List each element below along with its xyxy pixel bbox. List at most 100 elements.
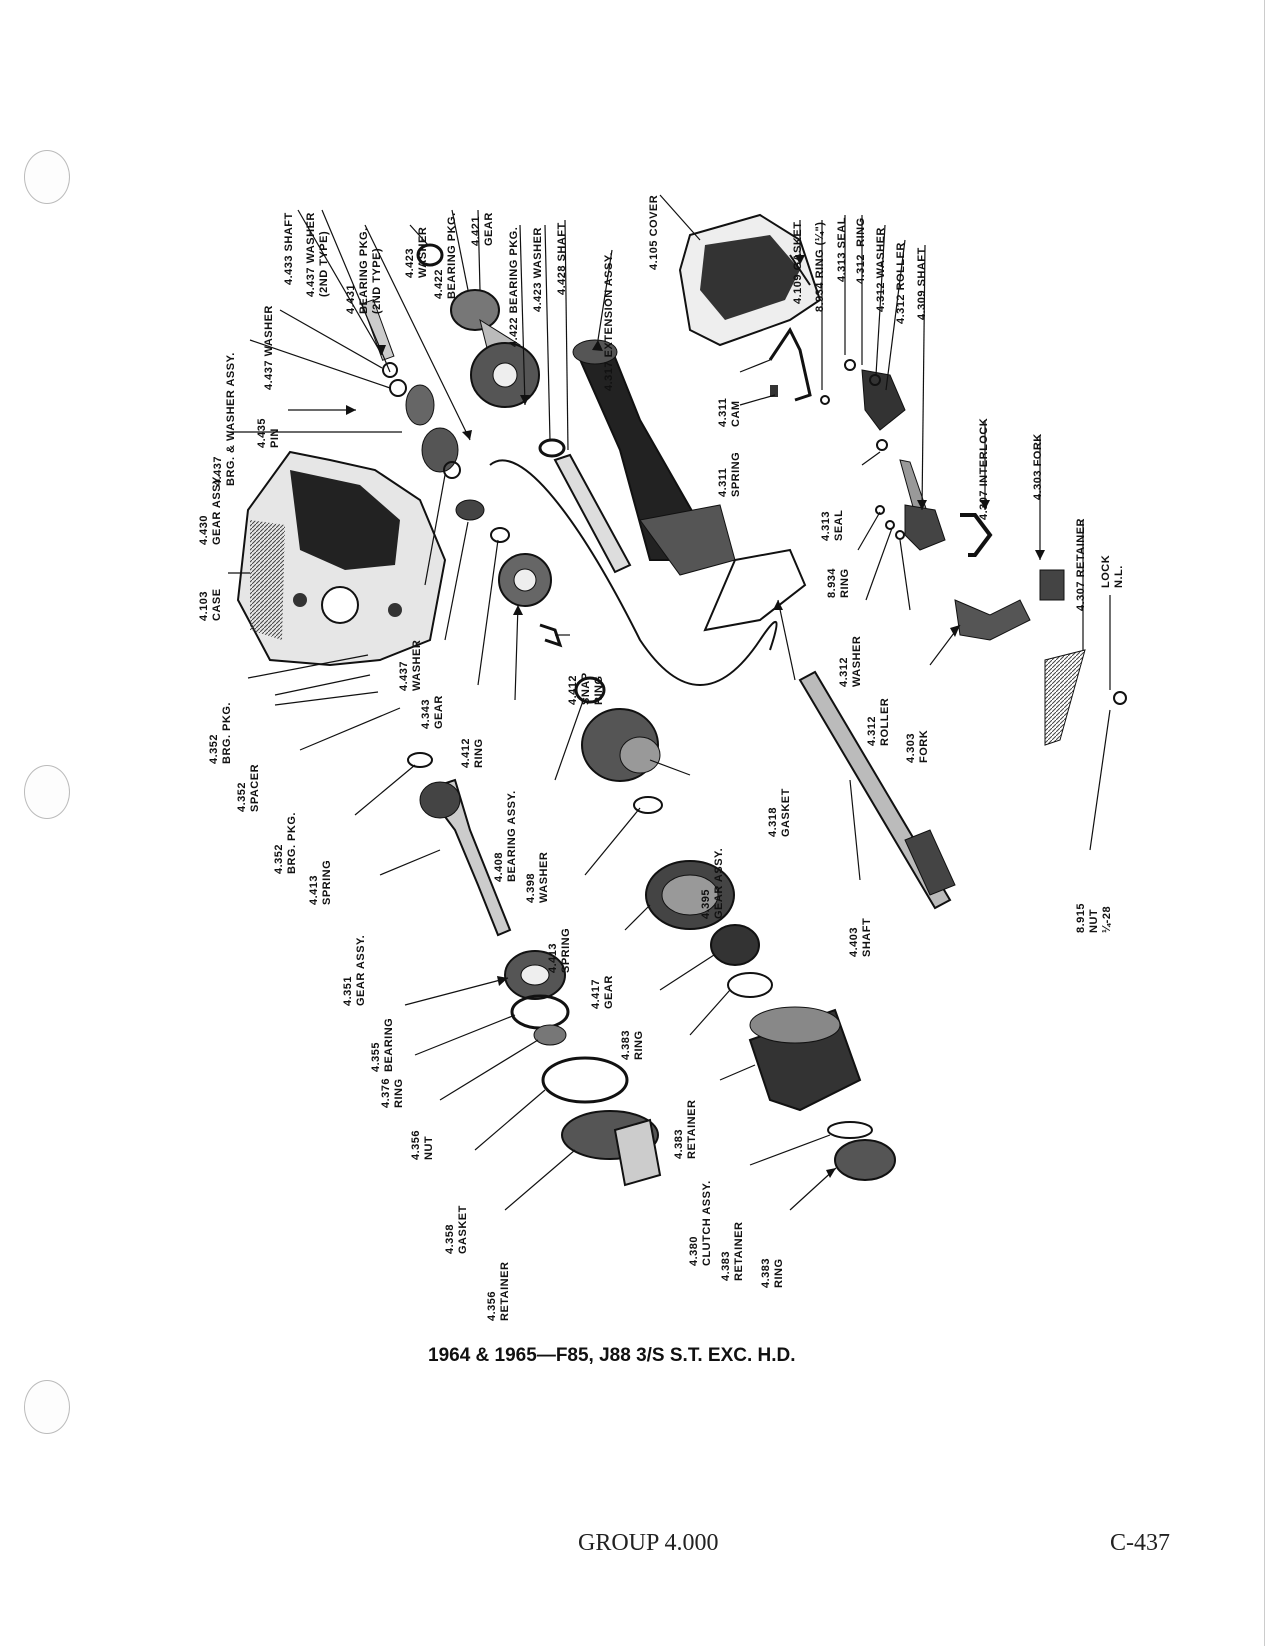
- retainer-spring-part: [827, 1121, 873, 1139]
- countershaft-part: [553, 453, 632, 574]
- clutch-sleeve-part: [748, 1006, 862, 1112]
- bearing-assembly-parts: [455, 499, 606, 704]
- part-label: LOCK N.L.: [1100, 554, 1125, 588]
- part-label: 4.313 SEAL: [836, 217, 848, 282]
- part-label: 4.317 EXTENSION ASSY.: [603, 251, 615, 391]
- part-label: 4.352 BRG. PKG.: [208, 702, 233, 764]
- part-label: 4.352 BRG. PKG.: [273, 812, 298, 874]
- part-label: 4.398 WASHER: [525, 851, 550, 903]
- input-gear-part: [419, 778, 512, 937]
- part-label: 4.312 ROLLER: [866, 697, 891, 746]
- spring-part: [770, 385, 778, 397]
- part-label: 4.395 GEAR ASSY.: [700, 847, 725, 919]
- part-label: 8.915 NUT ¼-28: [1075, 902, 1113, 933]
- part-label: 4.383 RING: [760, 1257, 785, 1288]
- part-label: 4.430 GEAR ASSY.: [198, 473, 223, 545]
- part-label: 4.403 SHAFT: [848, 917, 873, 957]
- part-label: 4.422 BEARING PKG.: [508, 226, 520, 347]
- part-label: 4.431 BEARING PKG. (2ND TYPE): [345, 227, 383, 314]
- part-label: 4.421 GEAR: [470, 212, 495, 246]
- second-gear-part: [581, 708, 661, 782]
- front-nut-part: [533, 1024, 567, 1046]
- part-label: 4.307 RETAINER: [1075, 518, 1087, 611]
- part-label: 4.380 CLUTCH ASSY.: [688, 1180, 713, 1266]
- front-bearing-retainer-part: [561, 1110, 662, 1187]
- gasket-outline: [489, 459, 778, 686]
- leader-arrowheads: [346, 255, 1045, 1178]
- part-label: 4.356 RETAINER: [486, 1261, 511, 1321]
- part-label: 4.307 INTERLOCK: [978, 417, 990, 520]
- synchronizer-gear-part: [645, 860, 735, 930]
- part-label: 4.309 SHAFT: [916, 247, 928, 320]
- part-label: 4.303 FORK: [1032, 433, 1044, 500]
- part-label: 4.433 SHAFT: [283, 212, 295, 285]
- extension-gasket-part: [703, 548, 807, 632]
- part-label: 4.311 SPRING: [717, 451, 742, 497]
- part-label: 4.109 GASKET: [792, 221, 804, 304]
- page-number: C-437: [1110, 1530, 1170, 1556]
- part-label: 4.318 GASKET: [767, 788, 792, 837]
- part-label: 4.311 CAM: [717, 397, 742, 427]
- part-label: 4.356 NUT: [410, 1129, 435, 1160]
- part-label: 4.423 WASHER: [532, 227, 544, 312]
- part-label: 8.934 RING: [826, 567, 851, 598]
- part-label: 4.103 CASE: [198, 588, 223, 621]
- part-label: 4.412 SNAP RING: [567, 672, 605, 705]
- punch-hole-top: [24, 150, 70, 204]
- fork-part: [954, 599, 1031, 641]
- part-label: 4.408 BEARING ASSY.: [493, 790, 518, 882]
- part-label: 4.312 ROLLER: [895, 242, 907, 324]
- part-label: 4.352 SPACER: [236, 763, 261, 812]
- part-label: 4.376 RING: [380, 1077, 405, 1108]
- part-label: 4.358 GASKET: [444, 1205, 469, 1254]
- part-label: 4.437 WASHER (2ND TYPE): [305, 212, 330, 297]
- nut-part: [1113, 691, 1127, 705]
- front-gasket-part: [541, 1056, 629, 1104]
- thrust-washer-part: [538, 438, 566, 458]
- synchronizer-ring-part: [710, 924, 760, 966]
- part-label: 4.343 GEAR: [420, 695, 445, 729]
- part-label: 4.435 PIN: [256, 417, 281, 448]
- part-label: 4.303 FORK: [905, 729, 930, 763]
- part-label: 4.417 GEAR: [590, 975, 615, 1009]
- part-label: 4.312 WASHER: [875, 227, 887, 312]
- part-label: 4.423 WASHER: [404, 226, 429, 278]
- part-label: 4.383 RETAINER: [673, 1099, 698, 1159]
- part-label: 4.437 BRG. & WASHER ASSY.: [212, 352, 237, 486]
- part-label: 4.437 WASHER: [263, 305, 275, 390]
- punch-hole-middle: [24, 765, 70, 819]
- retainer-part: [1039, 569, 1065, 601]
- part-label: 4.312 WASHER: [838, 635, 863, 687]
- interlock-part: [960, 513, 993, 557]
- part-label: 4.383 RETAINER: [720, 1221, 745, 1281]
- washer-part: [416, 243, 444, 267]
- cluster-gear-part: [450, 289, 540, 408]
- front-bearing-part: [504, 950, 566, 1000]
- part-label: 4.313 SEAL: [820, 509, 845, 541]
- part-label: 4.422 BEARING PKG.: [433, 212, 458, 299]
- part-label: 8.934 RING (¼"): [814, 221, 826, 312]
- ring-part: [727, 972, 773, 998]
- part-label: 4.413 SPRING: [308, 859, 333, 905]
- diagram-caption: 1964 & 1965—F85, J88 3/S S.T. EXC. H.D.: [428, 1345, 796, 1366]
- page-edge-line: [1264, 0, 1265, 1646]
- extension-housing-part: [572, 339, 736, 576]
- cam-part: [768, 327, 812, 402]
- spring-ring-part-2: [633, 796, 663, 814]
- synchronizer-ring-part-2: [834, 1139, 896, 1181]
- group-footer: GROUP 4.000: [578, 1530, 719, 1556]
- snap-ring-part: [510, 994, 570, 1030]
- case-part: [236, 450, 447, 667]
- part-label: 4.428 SHAFT: [556, 222, 568, 295]
- side-cover-part: [678, 213, 822, 347]
- spring-ring-part: [407, 752, 433, 768]
- part-label: 4.351 GEAR ASSY.: [342, 934, 367, 1006]
- shift-shafts-part: [820, 359, 946, 551]
- punch-hole-bottom: [24, 1380, 70, 1434]
- part-label: 4.412 RING: [460, 737, 485, 768]
- retainer-plate-part: [1044, 649, 1086, 746]
- part-label: 4.413 SPRING: [547, 927, 572, 973]
- part-label: 4.437 WASHER: [398, 639, 423, 691]
